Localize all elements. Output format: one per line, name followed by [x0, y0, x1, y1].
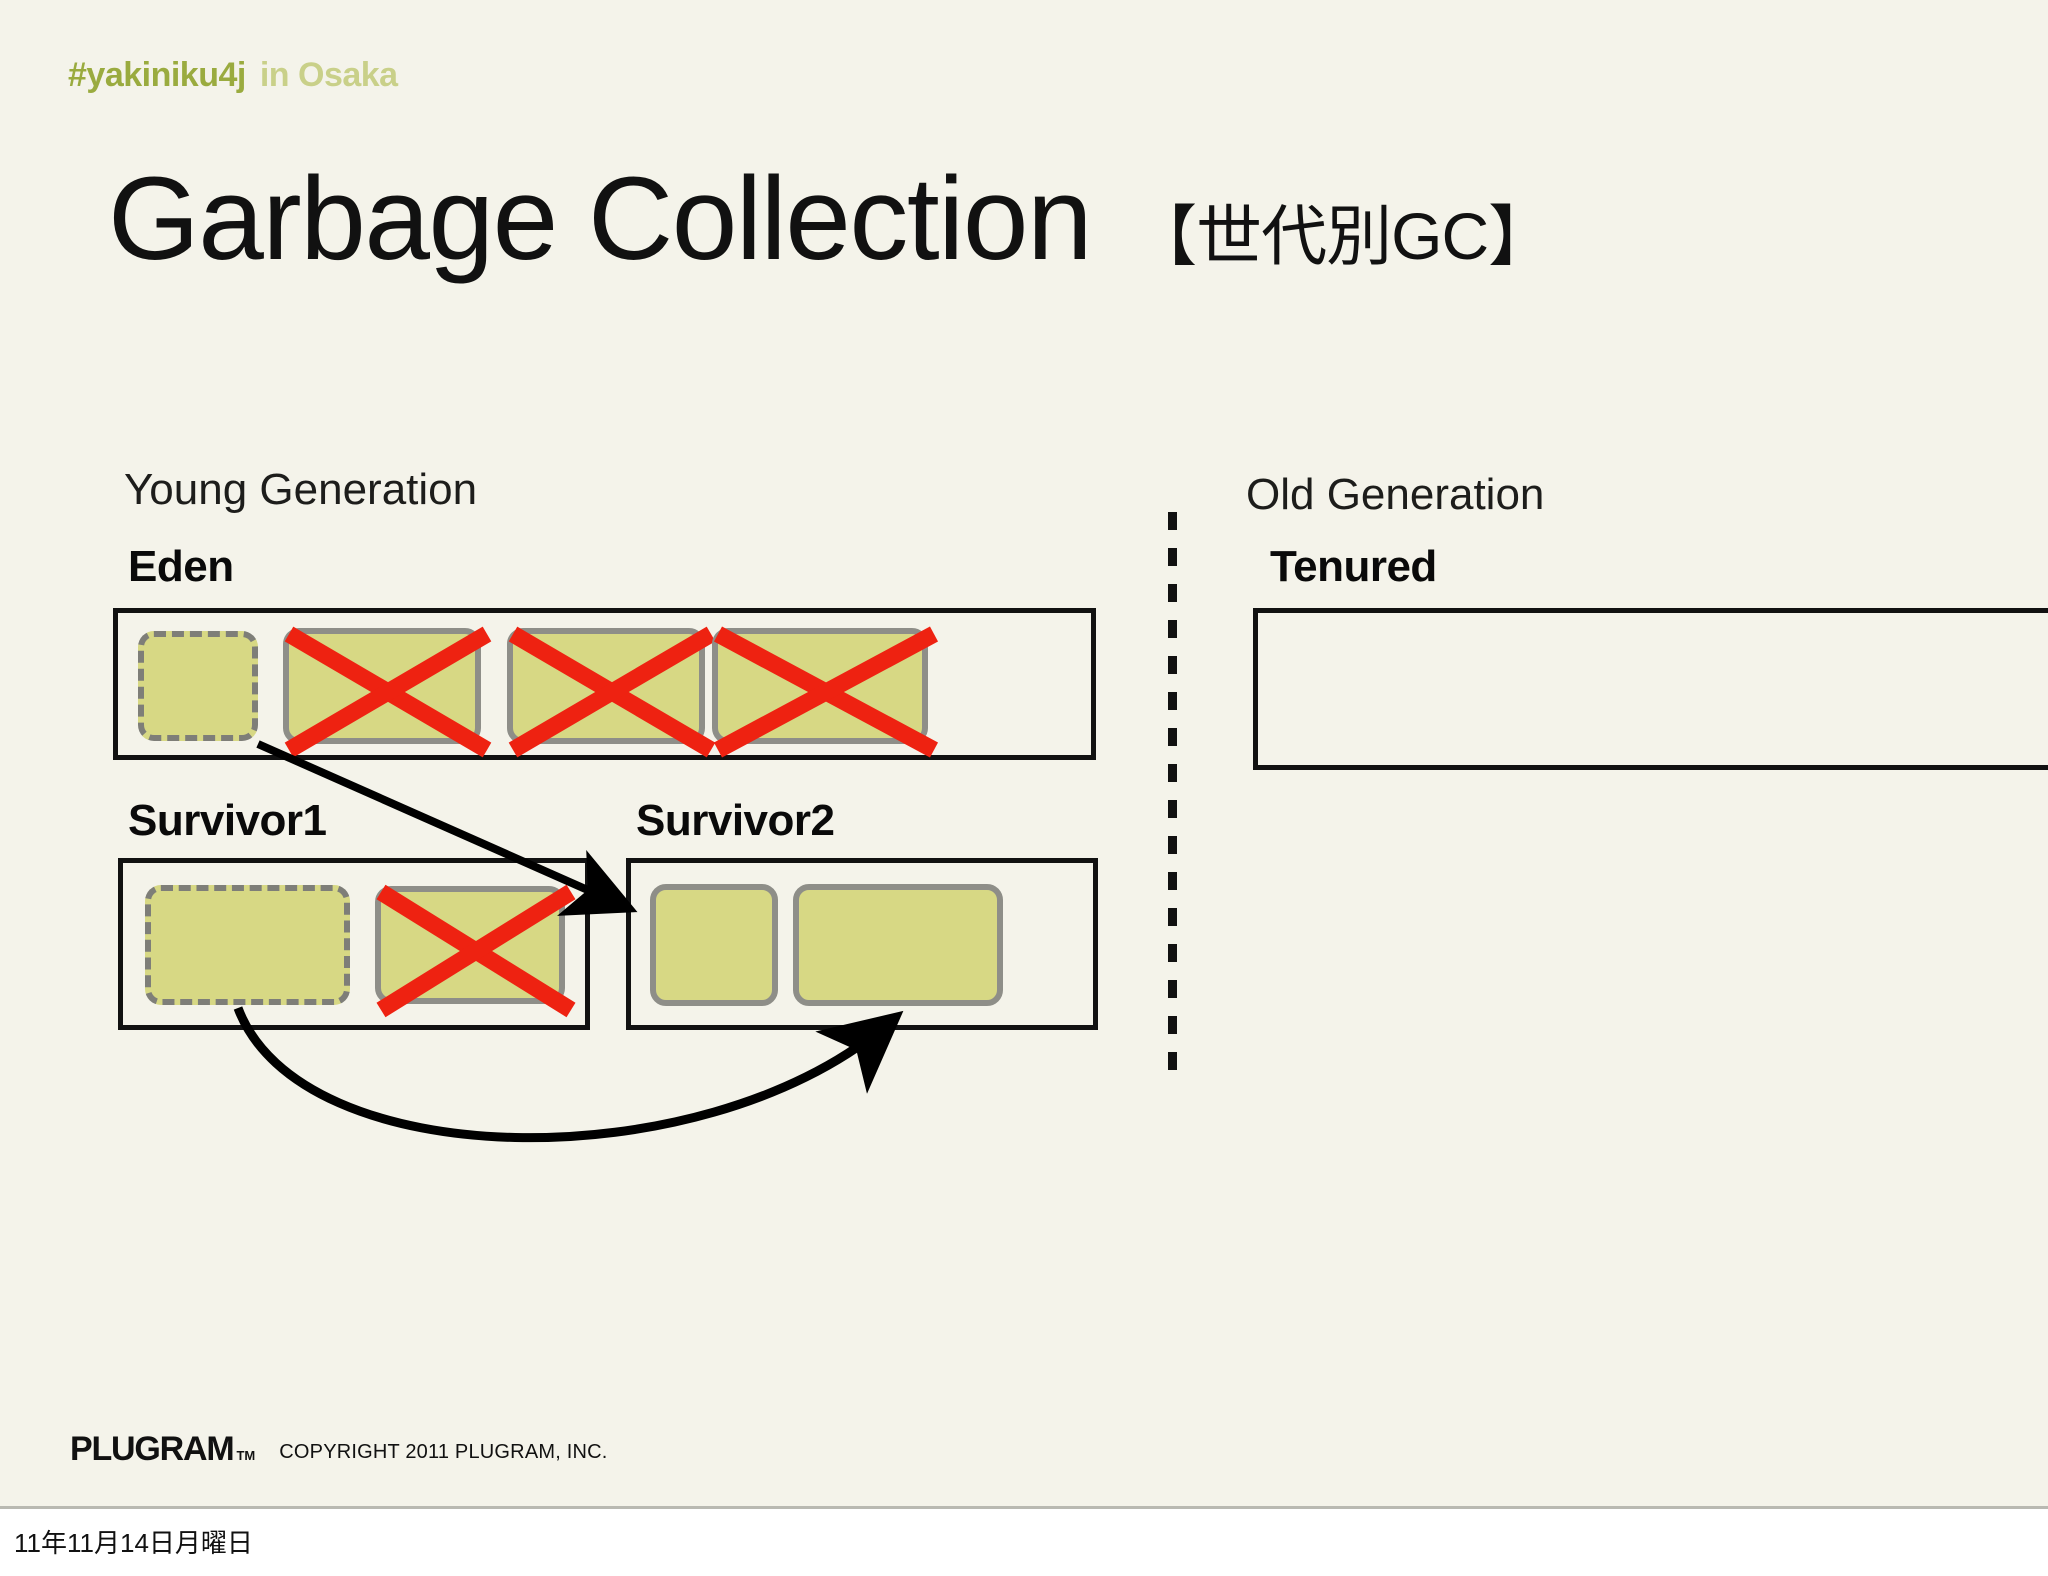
eden-object-2 — [507, 626, 716, 758]
garbage-x-icon — [376, 884, 576, 1018]
garbage-x-icon — [508, 626, 716, 758]
tenured-label: Tenured — [1270, 542, 1437, 591]
survivor2-object-0 — [650, 884, 778, 1006]
eden-label: Eden — [128, 542, 234, 591]
trademark-mark: TM — [236, 1448, 256, 1463]
location-text: in Osaka — [259, 56, 398, 94]
hashtag-text: #yakiniku4j — [68, 56, 246, 94]
survivor1-label: Survivor1 — [128, 796, 327, 845]
garbage-x-icon — [284, 626, 492, 758]
young-generation-label: Young Generation — [124, 465, 478, 514]
survivor2-object-1 — [793, 884, 1003, 1006]
survivor1-object-1 — [375, 884, 576, 1018]
tenured-space-box — [1253, 608, 2048, 770]
generation-divider — [1168, 512, 1177, 1080]
garbage-x-icon — [713, 626, 939, 758]
plugram-logo: PLUGRAM — [70, 1430, 235, 1468]
status-date-text: 11年11月14日月曜日 — [14, 1528, 253, 1558]
title-annotation-text: 【世代別GC】 — [1131, 199, 1554, 273]
page-title: Garbage Collection 【世代別GC】 — [108, 153, 1554, 285]
old-generation-label: Old Generation — [1246, 470, 1545, 519]
footer: PLUGRAM TM COPYRIGHT 2011 PLUGRAM, INC. — [70, 1432, 608, 1466]
title-main-text: Garbage Collection — [108, 153, 1093, 285]
survivor2-label: Survivor2 — [636, 796, 835, 845]
event-hashtag: #yakiniku4j in Osaka — [68, 56, 398, 95]
survivor1-object-0 — [145, 885, 350, 1005]
slide-canvas: #yakiniku4j in Osaka Garbage Collection 【… — [0, 0, 2048, 1509]
copyright-text: COPYRIGHT 2011 PLUGRAM, INC. — [279, 1441, 608, 1463]
status-bar: 11年11月14日月曜日 — [0, 1509, 2048, 1576]
eden-object-1 — [283, 626, 492, 758]
eden-object-3 — [712, 626, 939, 758]
eden-object-0 — [138, 631, 258, 741]
